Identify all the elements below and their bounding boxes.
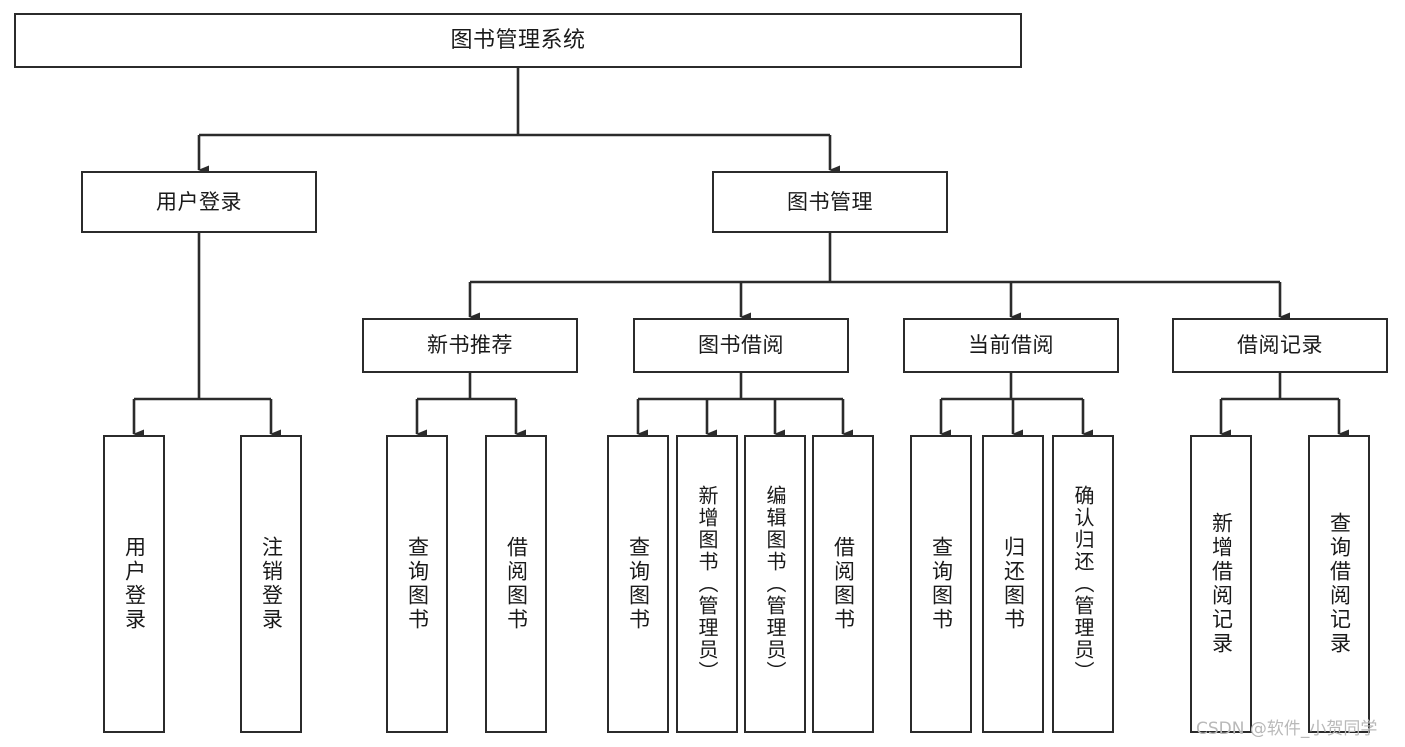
node-label-new-book-recommend: 新书推荐 [427,333,513,358]
node-label-leaf-logout: 注销登录 [259,536,284,632]
node-label-leaf-add-book: 新增图书（管理员） [695,485,719,683]
node-leaf-return-book[interactable]: 归还图书 [982,435,1044,733]
node-leaf-query-book-2[interactable]: 查询图书 [607,435,669,733]
node-label-leaf-confirm-return: 确认归还（管理员） [1071,485,1095,683]
node-new-book-recommend[interactable]: 新书推荐 [362,318,578,373]
node-borrow-record[interactable]: 借阅记录 [1172,318,1388,373]
node-label-current-borrow: 当前借阅 [968,333,1054,358]
node-leaf-logout[interactable]: 注销登录 [240,435,302,733]
node-label-leaf-borrow-book-2: 借阅图书 [831,536,856,632]
node-leaf-edit-book[interactable]: 编辑图书（管理员） [744,435,806,733]
node-label-borrow-record: 借阅记录 [1237,333,1323,358]
node-root[interactable]: 图书管理系统 [14,13,1022,68]
node-label-leaf-query-book-1: 查询图书 [405,536,430,632]
node-label-user-login: 用户登录 [156,189,242,214]
node-label-leaf-user-login: 用户登录 [122,536,147,632]
node-label-leaf-query-record: 查询借阅记录 [1327,512,1352,656]
node-leaf-query-book-1[interactable]: 查询图书 [386,435,448,733]
node-leaf-query-record[interactable]: 查询借阅记录 [1308,435,1370,733]
node-book-borrow[interactable]: 图书借阅 [633,318,849,373]
node-label-leaf-borrow-book-1: 借阅图书 [504,536,529,632]
node-current-borrow[interactable]: 当前借阅 [903,318,1119,373]
node-leaf-user-login[interactable]: 用户登录 [103,435,165,733]
node-leaf-add-record[interactable]: 新增借阅记录 [1190,435,1252,733]
node-leaf-add-book[interactable]: 新增图书（管理员） [676,435,738,733]
node-label-leaf-query-book-3: 查询图书 [929,536,954,632]
node-label-leaf-edit-book: 编辑图书（管理员） [763,485,787,683]
node-leaf-query-book-3[interactable]: 查询图书 [910,435,972,733]
node-label-book-manage: 图书管理 [787,189,873,214]
node-label-book-borrow: 图书借阅 [698,333,784,358]
node-label-root: 图书管理系统 [450,27,586,53]
node-label-leaf-return-book: 归还图书 [1001,536,1026,632]
node-leaf-confirm-return[interactable]: 确认归还（管理员） [1052,435,1114,733]
node-user-login[interactable]: 用户登录 [81,171,317,233]
node-label-leaf-query-book-2: 查询图书 [626,536,651,632]
node-book-manage[interactable]: 图书管理 [712,171,948,233]
node-leaf-borrow-book-2[interactable]: 借阅图书 [812,435,874,733]
node-label-leaf-add-record: 新增借阅记录 [1209,512,1234,656]
node-leaf-borrow-book-1[interactable]: 借阅图书 [485,435,547,733]
